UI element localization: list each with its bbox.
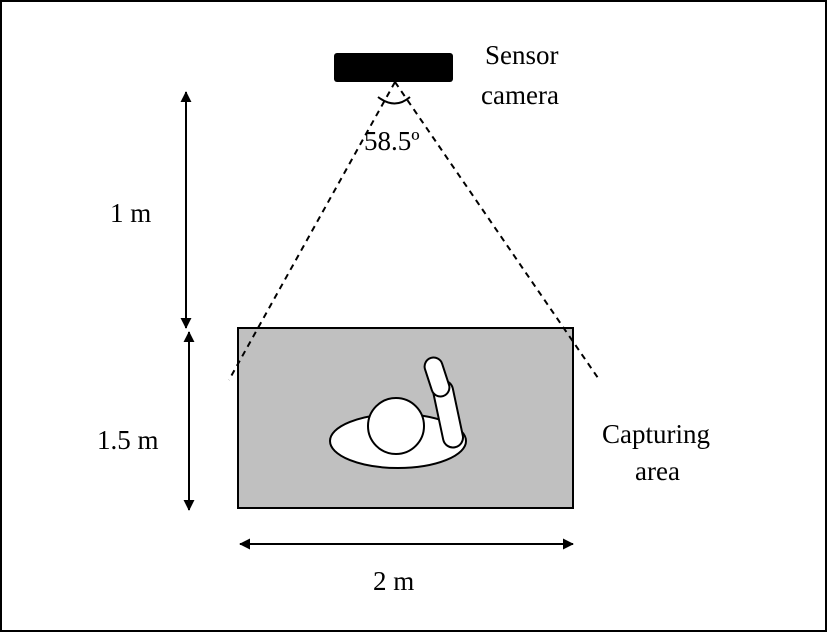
height-lower-label: 1.5 m [97,425,159,455]
sensor-label-line2: camera [481,80,559,110]
capturing-area-label-line1: Capturing [602,419,710,449]
fov-line-left [228,81,396,381]
sensor-label-line1: Sensor [485,40,559,70]
height-upper-label: 1 m [110,198,151,228]
capturing-area-label-line2: area [635,456,680,486]
angle-arc [377,96,411,105]
person-arm-lower [423,356,451,398]
width-label: 2 m [373,566,414,596]
angle-label: 58.5º [364,126,420,156]
person-top-view-icon [329,356,467,469]
sensor-camera-icon [334,53,453,82]
fov-line-right [394,81,599,379]
person-head-circle [367,397,425,455]
